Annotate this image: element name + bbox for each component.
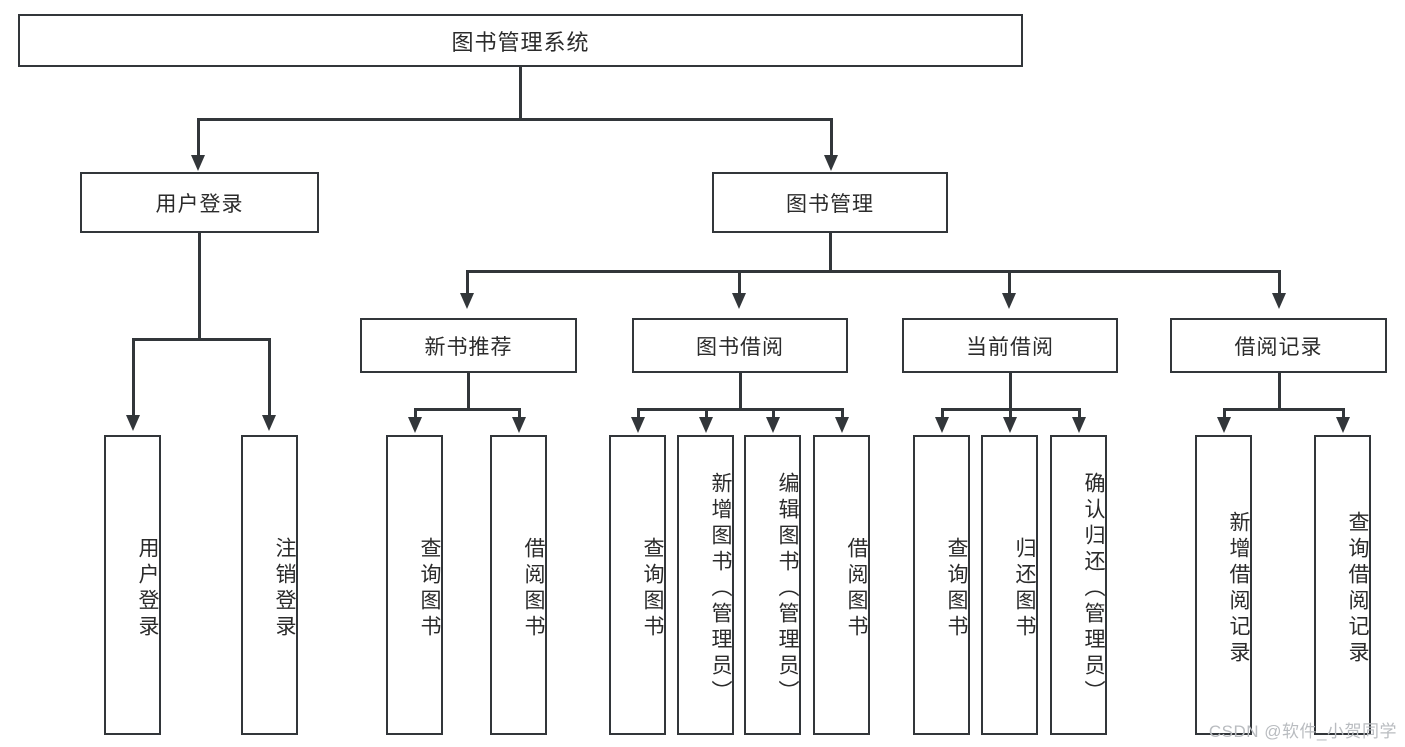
connector-new-book-bus [414, 408, 520, 411]
connector-book-borrow-drop-3 [772, 408, 775, 419]
node-label: 图书管理系统 [451, 29, 590, 55]
connector-root-stem [519, 67, 522, 118]
connector-book-management-stem [829, 233, 832, 270]
node-book-borrow[interactable]: 图书借阅 [632, 318, 848, 373]
leaf-confirm-return-admin[interactable]: 确认归还（管理员） [1050, 435, 1107, 735]
connector-level2-drop-1 [466, 270, 469, 295]
connector-borrow-record-bus [1223, 408, 1344, 411]
arrow-to-leaf-borrow-book-1 [512, 417, 526, 433]
arrow-to-book-management [824, 155, 838, 171]
node-label: 确认归还（管理员） [1082, 472, 1105, 706]
node-label: 新增借阅记录 [1227, 511, 1250, 667]
connector-user-login-bus [132, 338, 268, 341]
connector-level2-drop-4 [1278, 270, 1281, 295]
node-user-login[interactable]: 用户登录 [80, 172, 319, 233]
connector-new-book-drop-1 [414, 408, 417, 419]
node-book-management[interactable]: 图书管理 [712, 172, 948, 233]
connector-book-borrow-drop-1 [637, 408, 640, 419]
node-borrow-record[interactable]: 借阅记录 [1170, 318, 1387, 373]
node-label: 查询图书 [418, 537, 441, 641]
node-label: 用户登录 [136, 537, 159, 641]
node-root-book-management-system[interactable]: 图书管理系统 [18, 14, 1023, 67]
arrow-to-leaf-query-borrow-record [1336, 417, 1350, 433]
node-label: 新书推荐 [424, 335, 513, 359]
leaf-logout[interactable]: 注销登录 [241, 435, 298, 735]
connector-level2-bus [466, 270, 1278, 273]
connector-current-borrow-drop-3 [1078, 408, 1081, 419]
leaf-edit-book-admin[interactable]: 编辑图书（管理员） [744, 435, 801, 735]
leaf-query-book-current[interactable]: 查询图书 [913, 435, 970, 735]
node-label: 图书管理 [786, 192, 874, 216]
arrow-to-leaf-edit-book [766, 417, 780, 433]
node-label: 编辑图书（管理员） [776, 472, 799, 706]
node-label: 借阅图书 [522, 537, 545, 641]
connector-borrow-record-drop-2 [1342, 408, 1345, 419]
leaf-borrow-book-recommend[interactable]: 借阅图书 [490, 435, 547, 735]
node-label: 新增图书（管理员） [709, 472, 732, 706]
arrow-to-leaf-logout [262, 415, 276, 431]
connector-level1-drop-right [830, 118, 833, 157]
node-label: 图书借阅 [696, 335, 784, 359]
connector-book-borrow-bus [637, 408, 841, 411]
arrow-to-current-borrow [1002, 293, 1016, 309]
arrow-to-leaf-query-book-1 [408, 417, 422, 433]
arrow-to-leaf-add-borrow-record [1217, 417, 1231, 433]
node-current-borrow[interactable]: 当前借阅 [902, 318, 1118, 373]
node-label: 借阅记录 [1234, 335, 1323, 359]
connector-user-login-drop-2 [268, 338, 271, 417]
node-label: 查询图书 [641, 537, 664, 641]
arrow-to-leaf-query-book-2 [631, 417, 645, 433]
node-label: 借阅图书 [845, 537, 868, 641]
arrow-to-book-borrow [732, 293, 746, 309]
connector-user-login-stem [198, 233, 201, 338]
connector-book-borrow-stem [739, 373, 742, 408]
leaf-query-borrow-record[interactable]: 查询借阅记录 [1314, 435, 1371, 735]
node-label: 当前借阅 [966, 335, 1054, 359]
node-label: 查询借阅记录 [1346, 511, 1369, 667]
leaf-borrow-book[interactable]: 借阅图书 [813, 435, 870, 735]
arrow-to-new-book-recommend [460, 293, 474, 309]
leaf-add-book-admin[interactable]: 新增图书（管理员） [677, 435, 734, 735]
connector-level2-drop-3 [1008, 270, 1011, 295]
arrow-to-leaf-confirm-return [1072, 417, 1086, 433]
node-label: 注销登录 [273, 537, 296, 641]
connector-borrow-record-stem [1278, 373, 1281, 408]
watermark-text: CSDN @软件_小贺同学 [1208, 722, 1397, 741]
connector-level1-drop-left [197, 118, 200, 157]
node-label: 查询图书 [945, 537, 968, 641]
arrow-to-leaf-query-book-3 [935, 417, 949, 433]
leaf-return-book[interactable]: 归还图书 [981, 435, 1038, 735]
arrow-to-leaf-return-book [1003, 417, 1017, 433]
arrow-to-user-login [191, 155, 205, 171]
leaf-query-book-recommend[interactable]: 查询图书 [386, 435, 443, 735]
leaf-user-login[interactable]: 用户登录 [104, 435, 161, 735]
arrow-to-borrow-record [1272, 293, 1286, 309]
node-label: 用户登录 [155, 192, 244, 216]
connector-book-borrow-drop-2 [705, 408, 708, 419]
connector-current-borrow-stem [1009, 373, 1012, 408]
connector-borrow-record-drop-1 [1223, 408, 1226, 419]
connector-current-borrow-drop-2 [1009, 408, 1012, 419]
connector-user-login-drop-1 [132, 338, 135, 417]
connector-new-book-drop-2 [518, 408, 521, 419]
arrow-to-leaf-add-book [699, 417, 713, 433]
arrow-to-leaf-user-login [126, 415, 140, 431]
node-label: 归还图书 [1013, 537, 1036, 641]
connector-new-book-stem [467, 373, 470, 408]
leaf-query-book-borrow[interactable]: 查询图书 [609, 435, 666, 735]
node-new-book-recommend[interactable]: 新书推荐 [360, 318, 577, 373]
leaf-add-borrow-record[interactable]: 新增借阅记录 [1195, 435, 1252, 735]
arrow-to-leaf-borrow-book-2 [835, 417, 849, 433]
connector-level2-drop-2 [738, 270, 741, 295]
connector-current-borrow-drop-1 [941, 408, 944, 419]
connector-level1-bus [197, 118, 832, 121]
connector-book-borrow-drop-4 [841, 408, 844, 419]
